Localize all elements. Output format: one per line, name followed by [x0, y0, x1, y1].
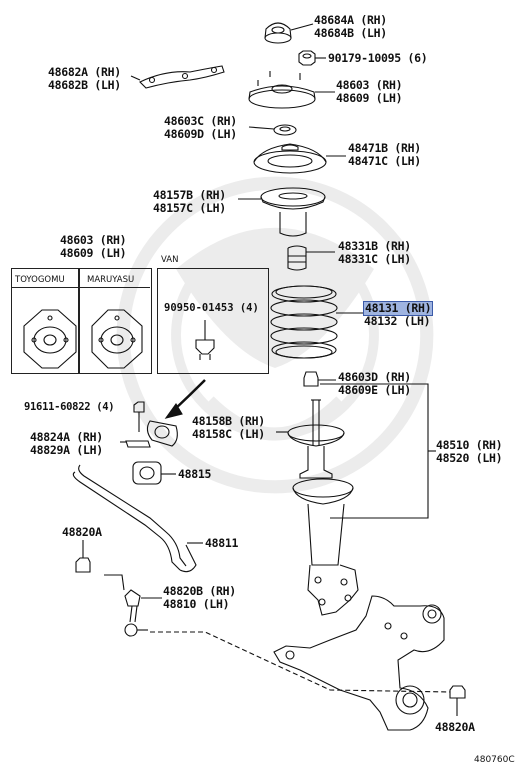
nut-48820a-bottom	[449, 685, 466, 716]
inset-toyogomu-box	[11, 268, 80, 374]
figure-code: 480760C	[474, 755, 515, 765]
label-48603-inset: 48603 (RH)48609 (LH)	[60, 233, 127, 260]
label-48331: 48331B (RH)48331C (LH)	[338, 239, 411, 266]
label-91611: 91611-60822 (4)	[24, 401, 115, 413]
label-48820b: 48820B (RH)48810 (LH)	[163, 584, 236, 611]
inset-maruyasu-label: MARUYASU	[87, 275, 135, 285]
highlighted-part-48131[interactable]: 48131 (RH)	[362, 301, 434, 316]
label-90179: 90179-10095 (6)	[328, 51, 428, 65]
inset-toyogomu-label: TOYOGOMU	[15, 275, 65, 285]
label-48684: 48684A (RH)48684B (LH)	[314, 13, 387, 40]
label-48824: 48824A (RH)48829A (LH)	[30, 430, 103, 457]
inset-maruyasu-box	[78, 268, 152, 374]
insulator-48157	[260, 187, 326, 237]
bushing-48815	[132, 461, 162, 485]
nut-48820a-top	[75, 540, 91, 573]
label-48603d: 48603D (RH)48609E (LH)	[338, 370, 411, 397]
label-48158: 48158B (RH)48158C (LH)	[192, 414, 265, 441]
stabilizer-bar-48811	[72, 464, 197, 573]
plate-48682	[139, 65, 225, 89]
bumper-48331	[287, 245, 307, 271]
upper-support-48603	[248, 71, 316, 109]
label-90950: 90950-01453 (4)	[164, 302, 259, 314]
label-48682: 48682A (RH)48682B (LH)	[48, 65, 121, 92]
nut-90179	[298, 50, 316, 66]
label-48510: 48510 (RH)48520 (LH)	[436, 438, 503, 465]
stabilizer-link-48820b	[104, 574, 162, 637]
mount-toyogomu	[23, 309, 77, 369]
strut-48510	[287, 399, 359, 616]
inset-van-label: VAN	[161, 255, 179, 265]
label-48131: 48131 (RH)48132 (LH)	[362, 301, 434, 328]
label-48471: 48471B (RH)48471C (LH)	[348, 141, 421, 168]
label-48820a-top: 48820A	[62, 525, 102, 539]
mount-maruyasu	[91, 309, 143, 369]
nut-48603d	[303, 371, 319, 387]
label-48811: 48811	[205, 536, 239, 550]
label-48157: 48157B (RH)48157C (LH)	[153, 188, 226, 215]
steering-knuckle	[273, 595, 445, 731]
seat-48471	[253, 143, 327, 174]
label-48820a-bottom: 48820A	[435, 720, 475, 734]
bolt-91611	[133, 401, 145, 432]
washer-48603c	[273, 124, 297, 136]
clip-90950	[195, 320, 215, 360]
label-48603c: 48603C (RH)48609D (LH)	[164, 114, 237, 141]
cap-48684	[264, 22, 292, 44]
inset-van-box	[157, 268, 269, 374]
label-48603-top: 48603 (RH)48609 (LH)	[336, 78, 403, 105]
bracket-48824	[125, 420, 178, 448]
inset-header-line	[11, 287, 150, 288]
watermark-emblem	[116, 176, 434, 494]
label-48815: 48815	[178, 467, 212, 481]
coil-spring-48131	[270, 285, 338, 359]
